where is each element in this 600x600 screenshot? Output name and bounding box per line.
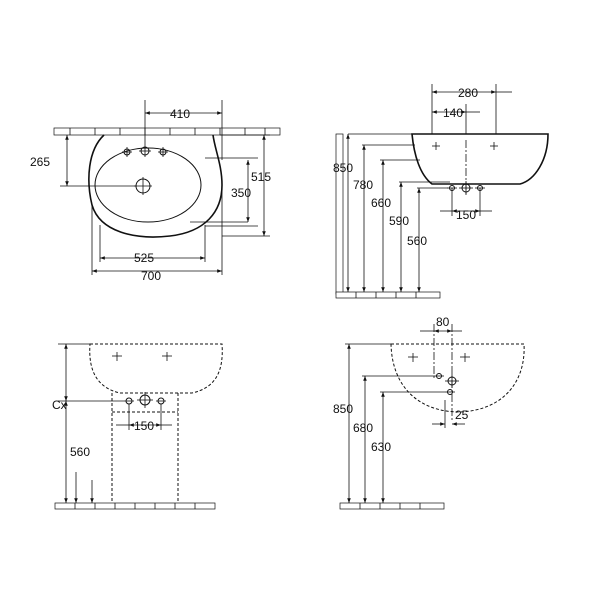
side-dim-660: 660 bbox=[371, 196, 391, 210]
wall-dim-680: 680 bbox=[353, 421, 373, 435]
side-connectors bbox=[447, 181, 485, 195]
side-view: 280 140 850 780 660 590 560 150 bbox=[333, 84, 549, 299]
wall-hung-view: 80 850 680 630 25 bbox=[333, 315, 525, 510]
pedestal-column bbox=[111, 393, 179, 506]
side-dim-280: 280 bbox=[458, 86, 478, 100]
side-dim-850: 850 bbox=[333, 161, 353, 175]
wall-basin-outline bbox=[390, 343, 525, 413]
wall-dim-850: 850 bbox=[333, 402, 353, 416]
pedestal-basin-outline bbox=[89, 343, 223, 394]
side-dim-780: 780 bbox=[353, 178, 373, 192]
side-tap-marks bbox=[432, 142, 498, 150]
pedestal-dim-cx: Cx bbox=[52, 398, 67, 412]
wall-floor bbox=[339, 502, 445, 510]
wall-dim-80: 80 bbox=[436, 315, 450, 329]
pedestal-dim-150: 150 bbox=[134, 419, 154, 433]
top-dim-350: 350 bbox=[231, 186, 251, 200]
wall-dim-630: 630 bbox=[371, 440, 391, 454]
wall-dim-25: 25 bbox=[455, 408, 469, 422]
top-dim-265: 265 bbox=[30, 155, 50, 169]
pedestal-view: Cx 560 150 bbox=[52, 343, 223, 510]
top-view: 410 265 350 515 525 700 bbox=[30, 100, 281, 283]
top-dim-525: 525 bbox=[134, 251, 154, 265]
wall-connectors bbox=[434, 373, 459, 395]
top-bowl bbox=[94, 147, 202, 223]
top-wall-band bbox=[53, 127, 281, 136]
top-dim-700: 700 bbox=[141, 269, 161, 283]
top-tap-holes bbox=[122, 145, 168, 157]
top-dim-515: 515 bbox=[251, 170, 271, 184]
top-dim-410: 410 bbox=[170, 107, 190, 121]
pedestal-connectors bbox=[124, 392, 166, 408]
side-dim-590: 590 bbox=[389, 214, 409, 228]
side-dim-140: 140 bbox=[443, 106, 463, 120]
top-basin-outline bbox=[88, 134, 223, 238]
side-floor bbox=[335, 291, 441, 299]
side-dim-560: 560 bbox=[407, 234, 427, 248]
side-wall bbox=[335, 133, 344, 295]
pedestal-dim-560: 560 bbox=[70, 445, 90, 459]
side-basin-outline bbox=[411, 133, 549, 185]
side-dim-150: 150 bbox=[456, 208, 476, 222]
